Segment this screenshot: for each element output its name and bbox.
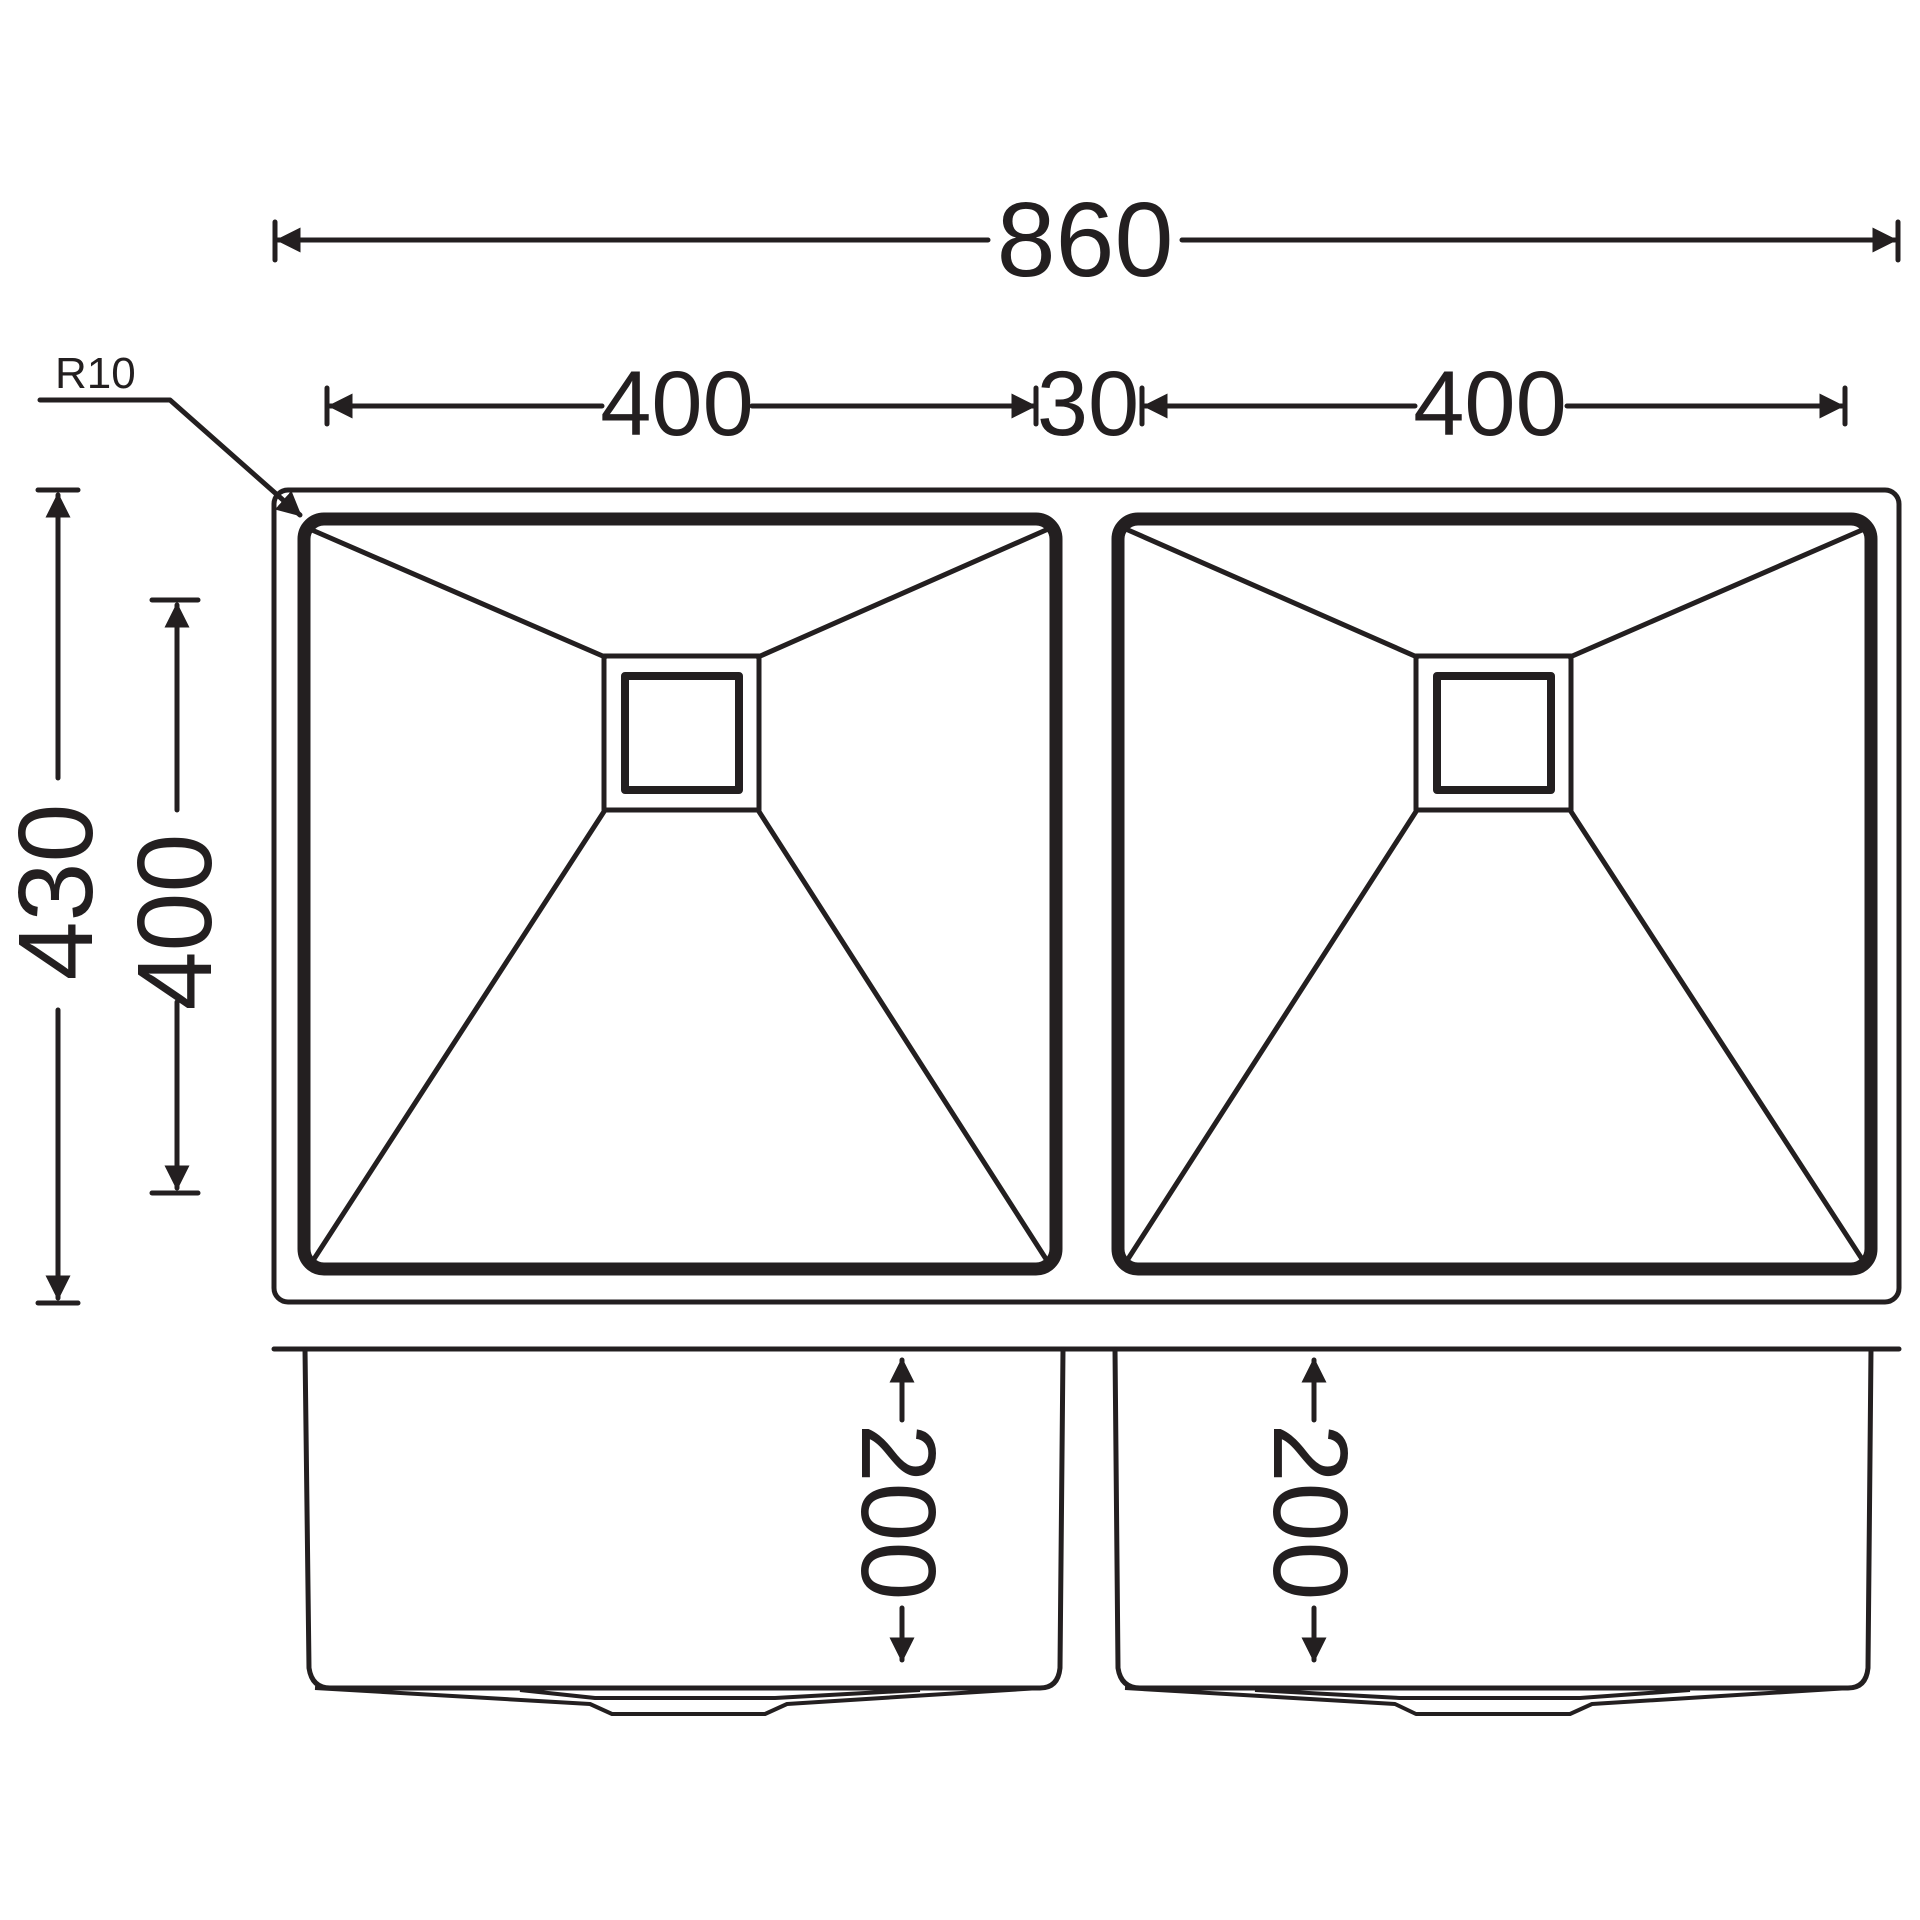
- sink-front-view: 200 200: [271, 1346, 1902, 1716]
- dimension-left-bowl-height: 200: [839, 1357, 957, 1663]
- right-bowl-height-label: 200: [1251, 1424, 1369, 1601]
- left-bowl-height-label: 200: [839, 1424, 957, 1601]
- right-bowl-plan: [1111, 512, 1878, 1276]
- gap-width-label: 30: [1037, 353, 1139, 455]
- dimension-bowl-depth: 400: [116, 597, 234, 1196]
- right-bowl-elevation: [1112, 1346, 1874, 1716]
- dimension-right-bowl-height: 200: [1251, 1357, 1369, 1663]
- dimension-overall-depth: 430: [0, 487, 115, 1306]
- bowl-right-width-label: 400: [1413, 353, 1567, 455]
- overall-depth-label: 430: [0, 804, 115, 981]
- corner-radius-label: R10: [55, 349, 136, 398]
- overall-width-label: 860: [997, 181, 1174, 299]
- sink-plan-view: [271, 487, 1902, 1305]
- left-bowl-plan: [297, 512, 1063, 1276]
- left-bowl-elevation: [302, 1346, 1066, 1716]
- dimension-bowl-widths: 400 30 400: [324, 353, 1848, 455]
- bowl-left-width-label: 400: [600, 353, 754, 455]
- bowl-depth-label: 400: [116, 834, 234, 1011]
- corner-radius-callout: R10: [37, 349, 303, 518]
- dimension-overall-width: 860: [272, 181, 1901, 299]
- sink-outer-frame: [271, 487, 1902, 1305]
